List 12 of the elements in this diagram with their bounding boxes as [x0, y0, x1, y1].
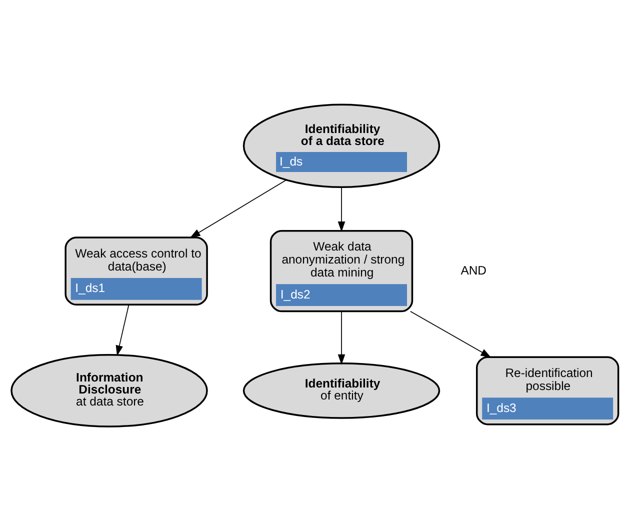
- node-box: Re-identification possible I_ds3: [476, 356, 620, 426]
- arrow: [410, 310, 492, 358]
- arrow: [338, 311, 346, 365]
- label: AND: [460, 263, 487, 278]
- node-ellipse: Information Disclosure at data store: [10, 354, 208, 428]
- arrow: [116, 304, 130, 356]
- node-ellipse: Identifiability of entity: [242, 362, 440, 419]
- node-ellipse: Identifiability of a data store I_ds: [242, 104, 440, 188]
- node-box: Weak data anonymization / strong data mining I_ds2: [270, 230, 414, 312]
- arrow: [190, 180, 287, 238]
- arrow: [338, 187, 346, 232]
- node-box: Weak access control to data(base) I_ds1: [64, 236, 208, 306]
